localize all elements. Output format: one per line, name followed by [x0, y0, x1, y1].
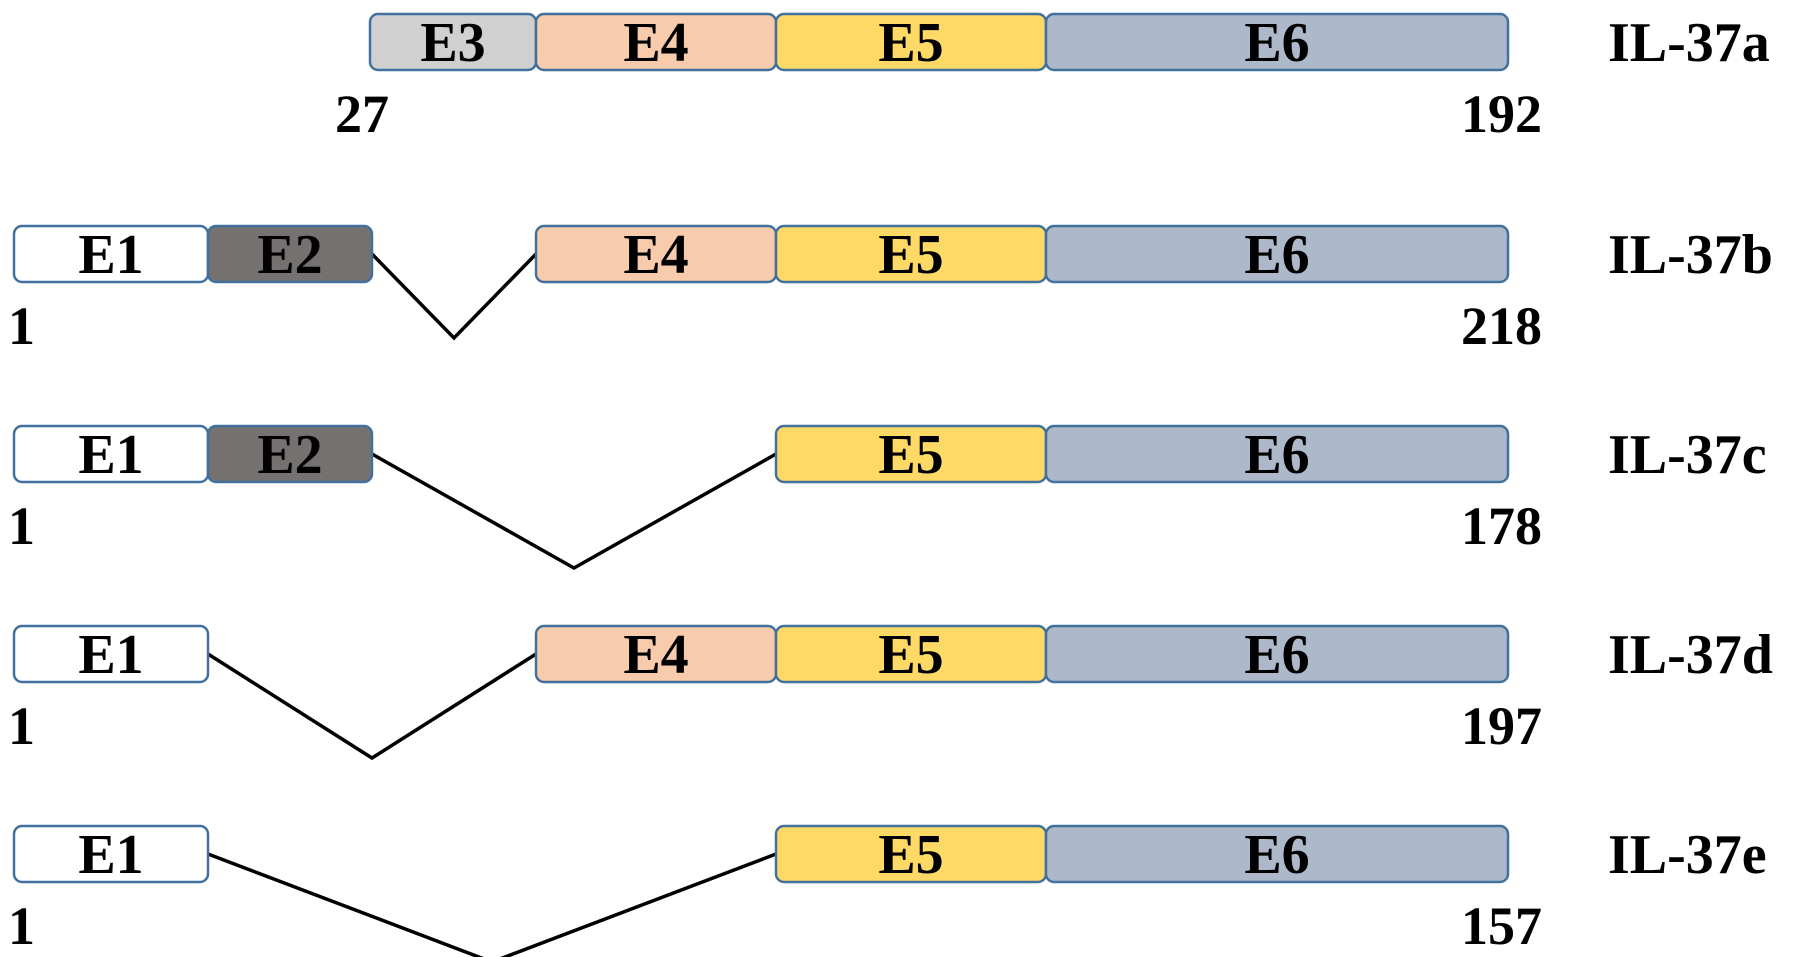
exon-label: E4	[623, 624, 688, 686]
exon-label: E5	[878, 224, 943, 286]
exon-block-e6	[1044, 424, 1510, 484]
exon-label: E6	[1244, 224, 1309, 286]
isoform-row-il-37e: E1 E5 E6 1 157 IL-37e	[8, 824, 1767, 957]
exon-label: E6	[1244, 824, 1309, 886]
exon-label: E1	[78, 824, 143, 886]
exon-label: E5	[878, 424, 943, 486]
exon-label: E1	[78, 424, 143, 486]
exon-label: E5	[878, 624, 943, 686]
exon-label: E2	[257, 424, 322, 486]
splice-connector	[371, 452, 777, 571]
isoform-name: IL-37c	[1608, 424, 1767, 486]
exon-block-e1	[12, 624, 210, 684]
isoform-name: IL-37e	[1608, 824, 1767, 886]
start-position: 1	[8, 496, 35, 556]
isoform-row-il-37c: E1 E2 E5 E6 1 178 IL-37c	[8, 424, 1767, 571]
exon-block-e2	[206, 424, 374, 484]
exon-label: E6	[1244, 12, 1309, 74]
exon-label: E4	[623, 12, 688, 74]
splice-connector	[207, 852, 777, 957]
exon-block-e2	[206, 224, 374, 284]
exon-label: E1	[78, 224, 143, 286]
start-position: 27	[335, 84, 389, 144]
exon-label: E1	[78, 624, 143, 686]
exon-block-e6	[1044, 12, 1510, 72]
end-position: 178	[1461, 496, 1542, 556]
start-position: 1	[8, 296, 35, 356]
exon-label: E6	[1244, 424, 1309, 486]
isoform-row-il-37a: E3 E4 E5 E6 27 192 IL-37a	[335, 12, 1770, 144]
exon-label: E2	[257, 224, 322, 286]
splice-connector	[370, 252, 538, 341]
exon-label: E5	[878, 12, 943, 74]
exon-block-e6	[1044, 624, 1510, 684]
exon-label: E3	[420, 12, 485, 74]
exon-label: E4	[623, 224, 688, 286]
end-position: 192	[1461, 84, 1542, 144]
start-position: 1	[8, 896, 35, 956]
exon-block-e6	[1044, 824, 1510, 884]
splice-connector	[207, 652, 537, 761]
isoform-name: IL-37d	[1608, 624, 1773, 686]
end-position: 157	[1461, 896, 1542, 956]
exon-block-e6	[1044, 224, 1510, 284]
end-position: 197	[1461, 696, 1542, 756]
isoform-row-il-37d: E1 E4 E5 E6 1 197 IL-37d	[8, 624, 1773, 761]
isoform-row-il-37b: E1 E2 E4 E5 E6 1 218 IL-37b	[8, 224, 1773, 356]
isoform-name: IL-37a	[1608, 12, 1770, 74]
end-position: 218	[1461, 296, 1542, 356]
exon-label: E6	[1244, 624, 1309, 686]
exon-block-e1	[12, 824, 210, 884]
start-position: 1	[8, 696, 35, 756]
exon-label: E5	[878, 824, 943, 886]
isoform-name: IL-37b	[1608, 224, 1773, 286]
